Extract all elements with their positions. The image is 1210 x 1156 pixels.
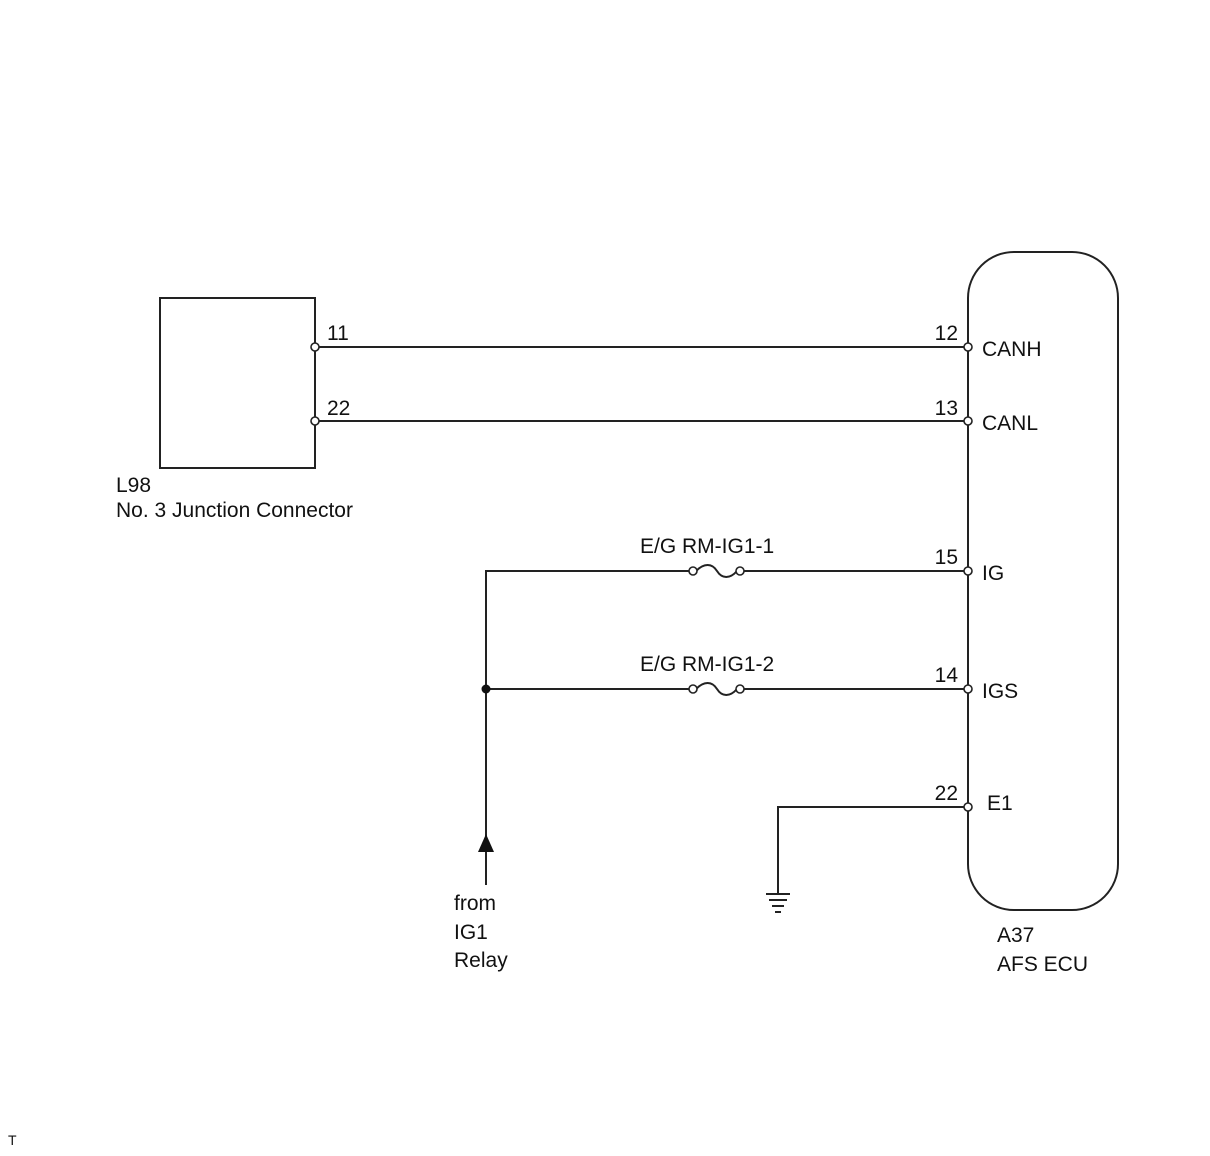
ecu-signal-canh: CANH [982, 338, 1042, 361]
corner-mark: T [8, 1132, 17, 1148]
junction-connector-code: L98 [116, 474, 151, 497]
ecu-pin-number-igs: 14 [935, 664, 959, 687]
ecu-pin-number-ig: 15 [935, 546, 958, 569]
source-label-line-2: IG1 [454, 921, 488, 944]
ecu-pin-canh [963, 342, 973, 352]
fuse-2-symbol [695, 682, 738, 696]
ecu-signal-ig: IG [982, 562, 1004, 585]
junction-pin-canh [310, 342, 320, 352]
fuse-1-terminal-left [688, 566, 698, 576]
ecu-pin-e1 [963, 802, 973, 812]
ecu-signal-e1: E1 [987, 792, 1013, 815]
ecu-signal-canl: CANL [982, 412, 1038, 435]
source-label-line-3: Relay [454, 949, 508, 972]
ecu-box [967, 251, 1119, 911]
ground-icon [766, 893, 790, 913]
junction-pin-canl [310, 416, 320, 426]
ecu-pin-number-canl: 13 [935, 397, 958, 420]
ecu-pin-igs [963, 684, 973, 694]
fuse-2-terminal-left [688, 684, 698, 694]
splice-point [481, 684, 491, 694]
ecu-signal-igs: IGS [982, 680, 1018, 703]
fuse-1-label: E/G RM-IG1-1 [640, 535, 774, 558]
fuse-2-label: E/G RM-IG1-2 [640, 653, 774, 676]
junction-connector-name: No. 3 Junction Connector [116, 499, 353, 522]
junction-pin-number-canl: 22 [327, 397, 350, 420]
junction-pin-number-canh: 11 [327, 322, 349, 345]
ecu-pin-ig [963, 566, 973, 576]
ig-feed-wire [485, 570, 693, 885]
fuse-2-terminal-right [735, 684, 745, 694]
feed-arrow-icon [478, 834, 494, 852]
ecu-name: AFS ECU [997, 953, 1088, 976]
fuse-1-terminal-right [735, 566, 745, 576]
ground-wire [777, 806, 968, 893]
junction-connector-box [159, 297, 316, 469]
source-label-line-1: from [454, 892, 496, 915]
ecu-code: A37 [997, 924, 1034, 947]
ecu-pin-number-canh: 12 [935, 322, 958, 345]
ecu-pin-canl [963, 416, 973, 426]
ecu-pin-number-e1: 22 [935, 782, 958, 805]
fuse-1-symbol [695, 564, 738, 578]
